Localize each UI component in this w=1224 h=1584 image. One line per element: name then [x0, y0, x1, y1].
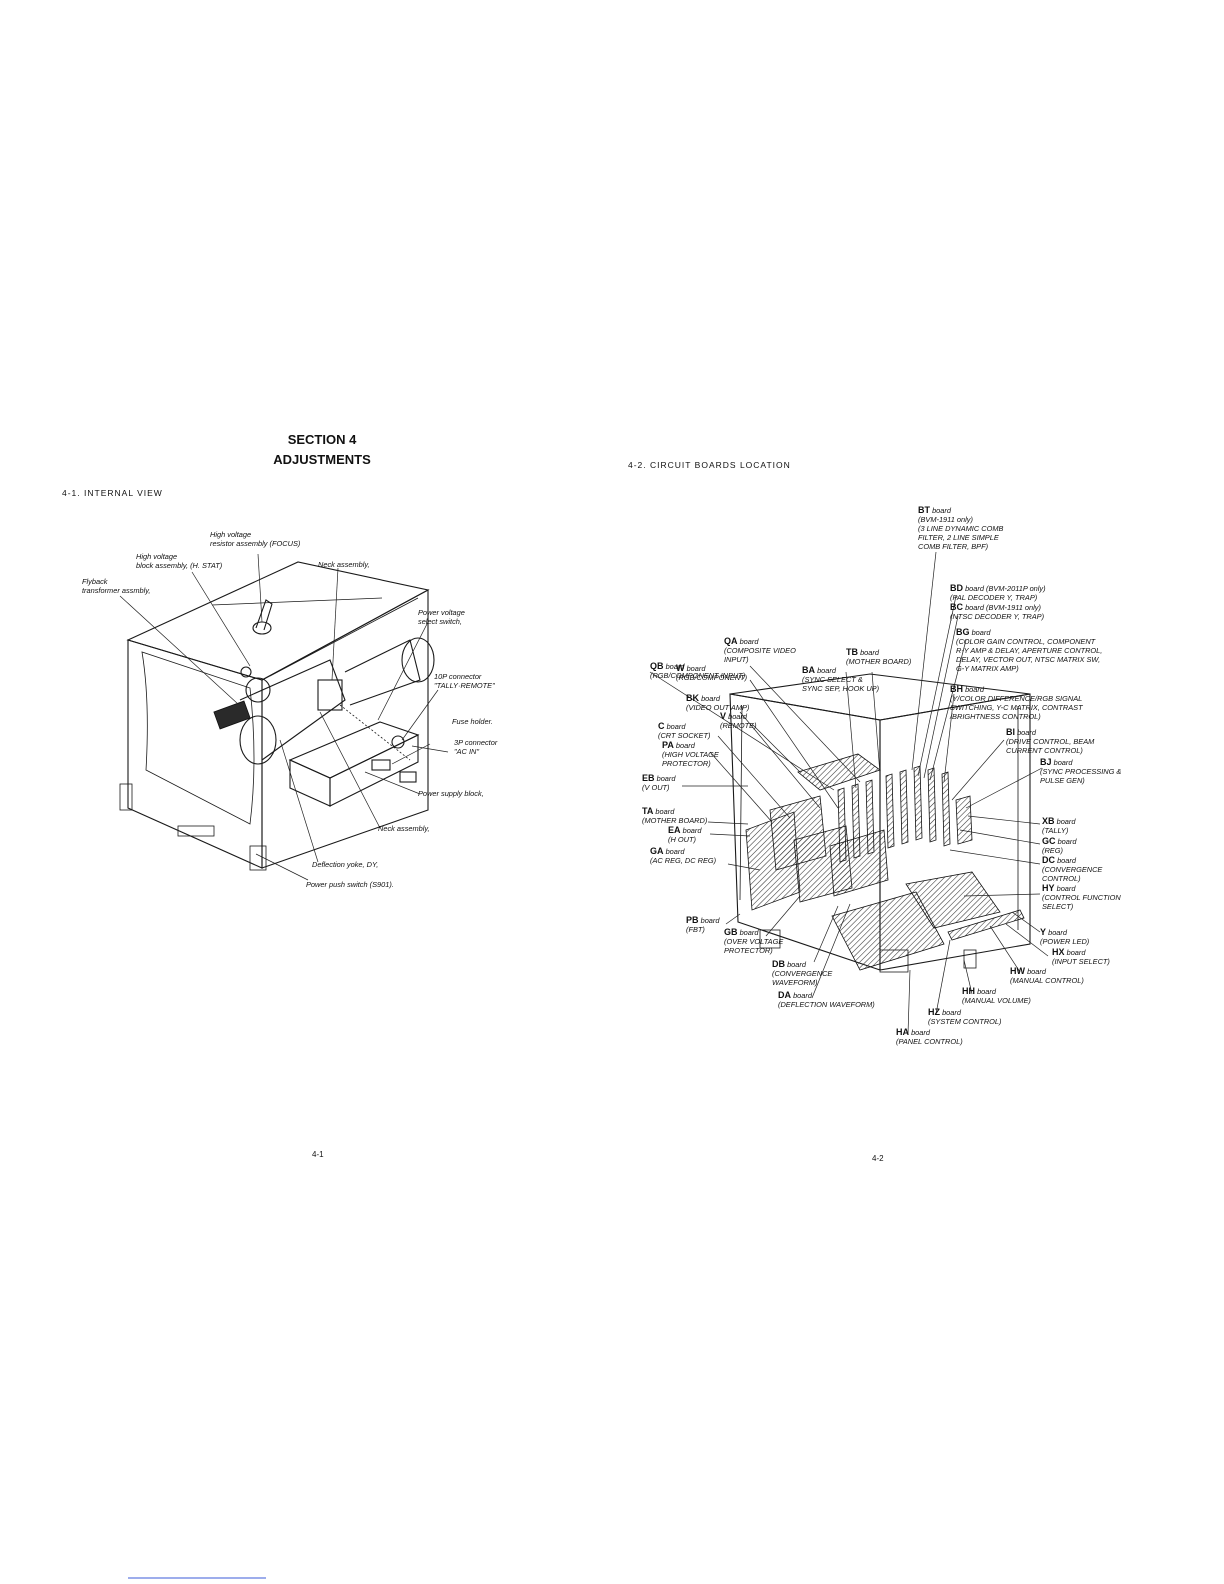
- leader-lines-right: [649, 551, 1049, 1035]
- board-gc: GC board (REG): [1042, 836, 1077, 856]
- board-ha: HA board (PANEL CONTROL): [896, 1027, 963, 1047]
- board-ga: GA board (AC REG, DC REG): [650, 846, 717, 866]
- board-qb: QB board (RGB/COMPONENT INPUT): [650, 661, 746, 681]
- board-v: V board (REMOTE): [720, 711, 757, 731]
- board-eb: EB board (V OUT): [642, 773, 676, 793]
- page-number-left: 4-1: [312, 1150, 324, 1159]
- board-pb: PB board (FBT): [686, 915, 720, 935]
- page-number-right: 4-2: [872, 1154, 884, 1163]
- board-da: DA board (DEFLECTION WAVEFORM): [778, 990, 875, 1010]
- label-neck-top: Neck assembly,: [318, 560, 370, 569]
- section-number: SECTION 4: [287, 432, 357, 447]
- board-y: Y board (POWER LED): [1040, 927, 1090, 947]
- board-ea: EA board (H OUT): [668, 825, 702, 845]
- label-fuse-holder: Fuse holder.: [452, 717, 493, 726]
- board-tb: TB board (MOTHER BOARD): [846, 647, 912, 667]
- internal-view-heading: 4-1. INTERNAL VIEW: [62, 488, 163, 498]
- board-bj: BJ board (SYNC PROCESSING &PULSE GEN): [1040, 757, 1122, 786]
- board-hz: HZ board (SYSTEM CONTROL): [928, 1007, 1002, 1027]
- label-neck-bottom: Neck assembly,: [378, 824, 430, 833]
- monitor-cabinet-right: [729, 673, 1031, 973]
- board-hw: HW board (MANUAL CONTROL): [1010, 966, 1084, 986]
- label-psu-block: Power supply block,: [418, 789, 484, 798]
- board-hx: HX board (INPUT SELECT): [1052, 947, 1110, 967]
- board-ba: BA board (SYNC SELECT &SYNC SEP, HOOK UP…: [802, 665, 880, 694]
- board-ta: TA board (MOTHER BOARD): [642, 806, 708, 826]
- board-w: W board (RGB/COMPONENT): [676, 663, 748, 683]
- board-xb: XB board (TALLY): [1042, 816, 1076, 836]
- leader-lines-left: [119, 553, 449, 881]
- board-bd: BD board (BVM-2011P only) (PAL DECODER Y…: [950, 583, 1046, 603]
- monitor-cabinet-left: [119, 561, 435, 871]
- label-ac-in: 3P connector"AC IN": [454, 738, 498, 756]
- label-deflection-yoke: Deflection yoke, DY,: [312, 860, 379, 869]
- section-title: ADJUSTMENTS: [273, 452, 371, 467]
- board-bc: BC board (BVM-1911 only) (NTSC DECODER Y…: [950, 602, 1045, 622]
- label-tally-connector: 10P connector"TALLY·REMOTE": [434, 672, 495, 690]
- board-c: C board (CRT SOCKET): [658, 721, 711, 741]
- board-hh: HH board (MANUAL VOLUME): [962, 986, 1031, 1006]
- circuit-boards-heading: 4-2. CIRCUIT BOARDS LOCATION: [628, 460, 791, 470]
- board-bk: BK board (VIDEO OUT AMP): [686, 693, 750, 713]
- label-power-push: Power push switch (S901).: [306, 880, 394, 889]
- board-bt: BT board (BVM-1911 only)(3 LINE DYNAMIC …: [918, 505, 1004, 552]
